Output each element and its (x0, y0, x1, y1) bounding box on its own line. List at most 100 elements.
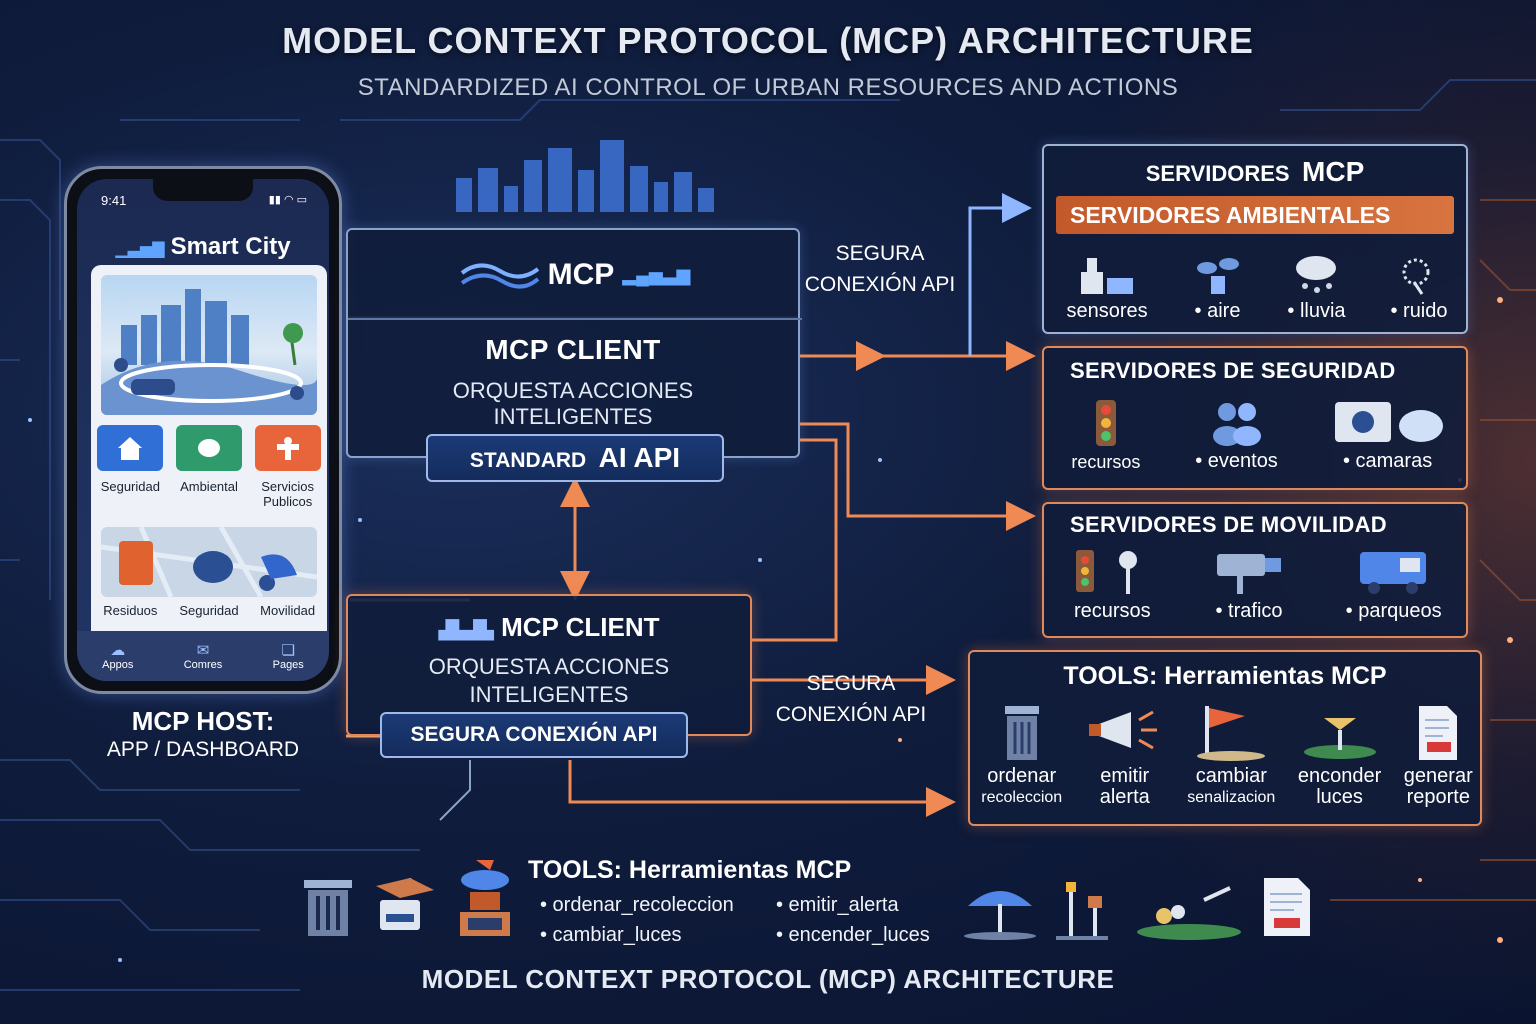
servidores-seguridad-box: SERVIDORES DE SEGURIDAD recursos • event… (1042, 346, 1468, 490)
tools-bottom-item-3: • cambiar_luces (540, 924, 682, 946)
movilidad-icon-row: recursos • trafico • parqueos (1044, 546, 1470, 623)
nav-item-pages[interactable]: ❏Pages (273, 641, 304, 671)
traffic-camera-icon (1209, 546, 1289, 596)
nav-item-comres[interactable]: ✉Comres (184, 641, 223, 671)
mcp-client-bottom-title: MCP CLIENT (501, 612, 660, 642)
leaf-tile-icon[interactable] (175, 425, 242, 471)
tool-cambiar-line1: cambiar (1195, 765, 1267, 787)
bus-icon (1346, 546, 1442, 596)
phone-mockup: 9:41 ▮▮ ◠ ▭ ▁▃▅▇Smart City Seguri (64, 166, 342, 694)
service-tile-icon[interactable] (254, 425, 321, 471)
tile-row-top (91, 425, 327, 471)
mcp-client-desc-1: ORQUESTA ACCIONES (452, 378, 694, 403)
servidores-heading-big: MCP (1302, 156, 1365, 187)
tile-label-seguridad-2: Seguridad (179, 603, 239, 618)
ambientales-label-sensores: sensores (1066, 300, 1148, 322)
tools-bottom-trash-icon (298, 876, 358, 943)
people-icon (1195, 396, 1278, 446)
skyline-icon: ▟▙▟▙ (438, 620, 494, 640)
plant-icon (1193, 246, 1243, 296)
mcp-client-bottom-title-row: ▟▙▟▙ MCP CLIENT (348, 612, 750, 643)
tools-bottom-umbrella-icon (958, 882, 1042, 947)
traffic-light-icon (1071, 398, 1140, 448)
servidores-mcp-heading: SERVIDORES MCP (1044, 156, 1466, 188)
mcp-client-title: MCP CLIENT (485, 334, 661, 365)
tool-cambiar-senalizacion[interactable]: cambiar senalizacion (1187, 700, 1275, 808)
mcp-host-label: MCP HOST: (131, 706, 275, 736)
tools-right-title: TOOLS: Herramientas MCP (1063, 662, 1387, 690)
trash-can-icon (981, 700, 1062, 762)
mcp-logo-text: MCP (547, 258, 615, 291)
seguridad-label-eventos: • eventos (1195, 450, 1278, 472)
sensor-icon (1066, 246, 1147, 296)
movilidad-label-parqueos: • parqueos (1345, 600, 1442, 622)
tile-labels-bottom: Residuos Seguridad Movilidad (91, 603, 327, 618)
tool-ordenar-line2: recoleccion (981, 789, 1063, 806)
tools-bottom-lamp-icon (1052, 876, 1112, 947)
ambientales-label-aire: • aire (1194, 300, 1241, 322)
city-hero-image (101, 275, 317, 415)
mcp-host-sub: APP / DASHBOARD (106, 738, 300, 761)
phone-notch (153, 179, 253, 201)
tools-bottom-strip: TOOLS: Herramientas MCP • ordenar_recole… (288, 856, 1338, 946)
mcp-logo: MCP ▂▄▅▃▆ (348, 240, 802, 310)
movilidad-item-recursos: recursos (1072, 546, 1152, 623)
cloud-camera-icon (1333, 396, 1443, 446)
bottom-nav: ☁Appos ✉Comres ❏Pages (77, 631, 329, 681)
report-document-icon (1404, 700, 1473, 762)
divider (348, 318, 802, 320)
seguridad-label-camaras: • camaras (1342, 450, 1433, 472)
standard-ai-api-button[interactable]: STANDARD AI API (426, 434, 724, 482)
servidores-movilidad-title: SERVIDORES DE MOVILIDAD (1070, 512, 1387, 537)
noise-icon (1390, 246, 1447, 296)
tile-label-ambiental: Ambiental (180, 479, 238, 494)
ambientales-item-aire: • aire (1193, 246, 1243, 323)
tool-ordenar-recoleccion[interactable]: ordenar recoleccion (981, 700, 1062, 808)
home-tile-icon[interactable] (97, 425, 164, 471)
nav-label-apps: Appos (102, 659, 134, 671)
tool-generar-line1: generar (1403, 765, 1473, 787)
servidores-movilidad-title-wrap: SERVIDORES DE MOVILIDAD (1070, 512, 1387, 538)
seguridad-label-recursos: recursos (1071, 452, 1141, 472)
tile-labels-top: Seguridad Ambiental Servicios Publicos (91, 479, 327, 509)
tools-bottom-robot-icon (450, 856, 520, 945)
connection-top-line1: SEGURA (835, 242, 925, 265)
tools-bottom-item-2: • emitir_alerta (776, 894, 899, 916)
servidores-heading-small: SERVIDORES (1145, 161, 1290, 186)
wave-icon (460, 263, 539, 289)
tool-generar-reporte[interactable]: generar reporte (1404, 700, 1473, 808)
tile-label-movilidad: Movilidad (260, 603, 316, 618)
tool-emitir-line1: emitir (1100, 765, 1150, 787)
servidores-ambientales-title: SERVIDORES AMBIENTALES (1056, 196, 1454, 234)
tools-bottom-vehicle-icon (370, 872, 440, 943)
signal-wifi-battery-icon: ▮▮ ◠ ▭ (268, 194, 307, 206)
movilidad-item-parqueos: • parqueos (1346, 546, 1442, 623)
map-strip (100, 525, 318, 599)
tool-enconder-luces[interactable]: enconder luces (1298, 700, 1381, 808)
nav-label-comres: Comres (183, 659, 223, 671)
api-big-label: AI API (598, 442, 681, 473)
segura-conexion-api-button[interactable]: SEGURA CONEXIÓN API (380, 712, 688, 758)
seguridad-item-recursos: recursos (1071, 398, 1140, 473)
ambientales-icon-row: sensores • aire • lluvia • ruido (1044, 246, 1470, 323)
security-drone-icon (193, 551, 233, 583)
nav-item-apps[interactable]: ☁Appos (102, 641, 133, 671)
connection-label-bottom: SEGURA CONEXIÓN API (766, 668, 936, 730)
tool-enconder-line2: luces (1316, 786, 1363, 808)
tools-bottom-item-4: • encender_luces (776, 924, 930, 946)
traffic-sign-icon (1072, 546, 1152, 596)
servidores-seguridad-title: SERVIDORES DE SEGURIDAD (1070, 358, 1396, 383)
servidores-ambientales-box: SERVIDORES MCP SERVIDORES AMBIENTALES se… (1042, 144, 1468, 334)
ambientales-label-ruido: • ruido (1390, 300, 1448, 322)
tool-emitir-alerta[interactable]: emitir alerta (1085, 700, 1165, 808)
tool-enconder-line1: enconder (1297, 765, 1382, 787)
nav-label-pages: Pages (272, 659, 304, 671)
tools-bottom-item-1: • ordenar_recoleccion (540, 894, 734, 916)
cloud-icon: ☁ (110, 642, 126, 659)
movilidad-label-recursos: recursos (1073, 600, 1151, 622)
app-title: ▁▃▅▇Smart City (77, 233, 329, 261)
chat-icon: ✉ (196, 642, 210, 659)
tool-generar-line2: reporte (1406, 786, 1470, 808)
page-subtitle: STANDARDIZED AI CONTROL OF URBAN RESOURC… (357, 74, 1179, 101)
trash-bin-icon (119, 541, 153, 585)
